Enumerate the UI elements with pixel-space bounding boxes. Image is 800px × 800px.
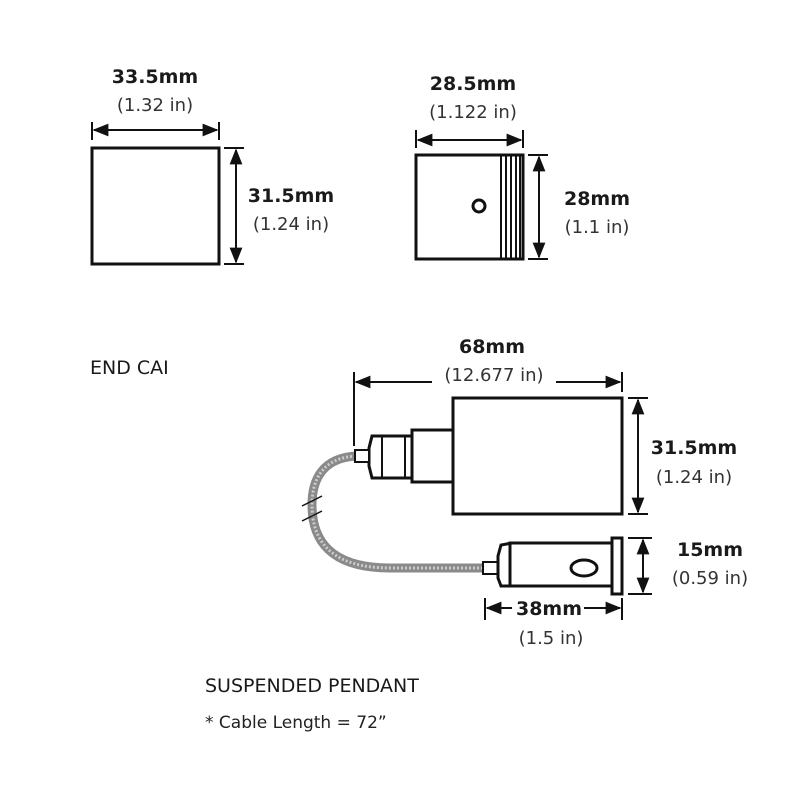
screw-hole-icon <box>471 198 487 214</box>
width-mm: 28.5mm <box>430 73 516 95</box>
canopy-dia-in: (0.59 in) <box>672 568 748 589</box>
end-cap-side-view: 28.5mm (1.122 in) 28mm (1.1 in) <box>414 73 630 261</box>
end-cap-front-view: 33.5mm (1.32 in) 31.5mm (1.24 in) <box>90 66 334 266</box>
canopy-length-in: (1.5 in) <box>519 628 584 649</box>
socket <box>410 428 455 484</box>
pendant-label: SUSPENDED PENDANT <box>205 675 419 697</box>
end-cap-label: END CAI <box>90 357 169 379</box>
end-cap-side-body <box>414 153 525 261</box>
width-in: (1.122 in) <box>429 102 517 123</box>
length-in: (12.677 in) <box>444 365 543 386</box>
height-in: (1.1 in) <box>565 217 630 238</box>
height-in: (1.24 in) <box>253 214 329 235</box>
cable <box>307 451 484 573</box>
width-mm: 33.5mm <box>112 66 198 88</box>
height-mm: 31.5mm <box>248 185 334 207</box>
canopy-length-mm: 38mm <box>516 598 582 620</box>
canopy-hole-icon <box>569 558 599 578</box>
length-mm: 68mm <box>459 336 525 358</box>
width-in: (1.32 in) <box>117 95 193 116</box>
height-mm: 28mm <box>564 188 630 210</box>
cable-length-note: * Cable Length = 72” <box>205 713 387 733</box>
suspended-pendant-view: 68mm (12.677 in) 31.5mm (1.24 in) 38mm (… <box>301 336 748 649</box>
thread-lines <box>500 155 521 259</box>
canopy-cap <box>610 536 624 596</box>
height-in: (1.24 in) <box>656 467 732 488</box>
canopy-dia-mm: 15mm <box>677 539 743 561</box>
end-cap-front-body <box>90 146 221 266</box>
height-mm: 31.5mm <box>651 437 737 459</box>
pendant-body <box>451 396 624 516</box>
cable-break-icon <box>301 495 323 522</box>
